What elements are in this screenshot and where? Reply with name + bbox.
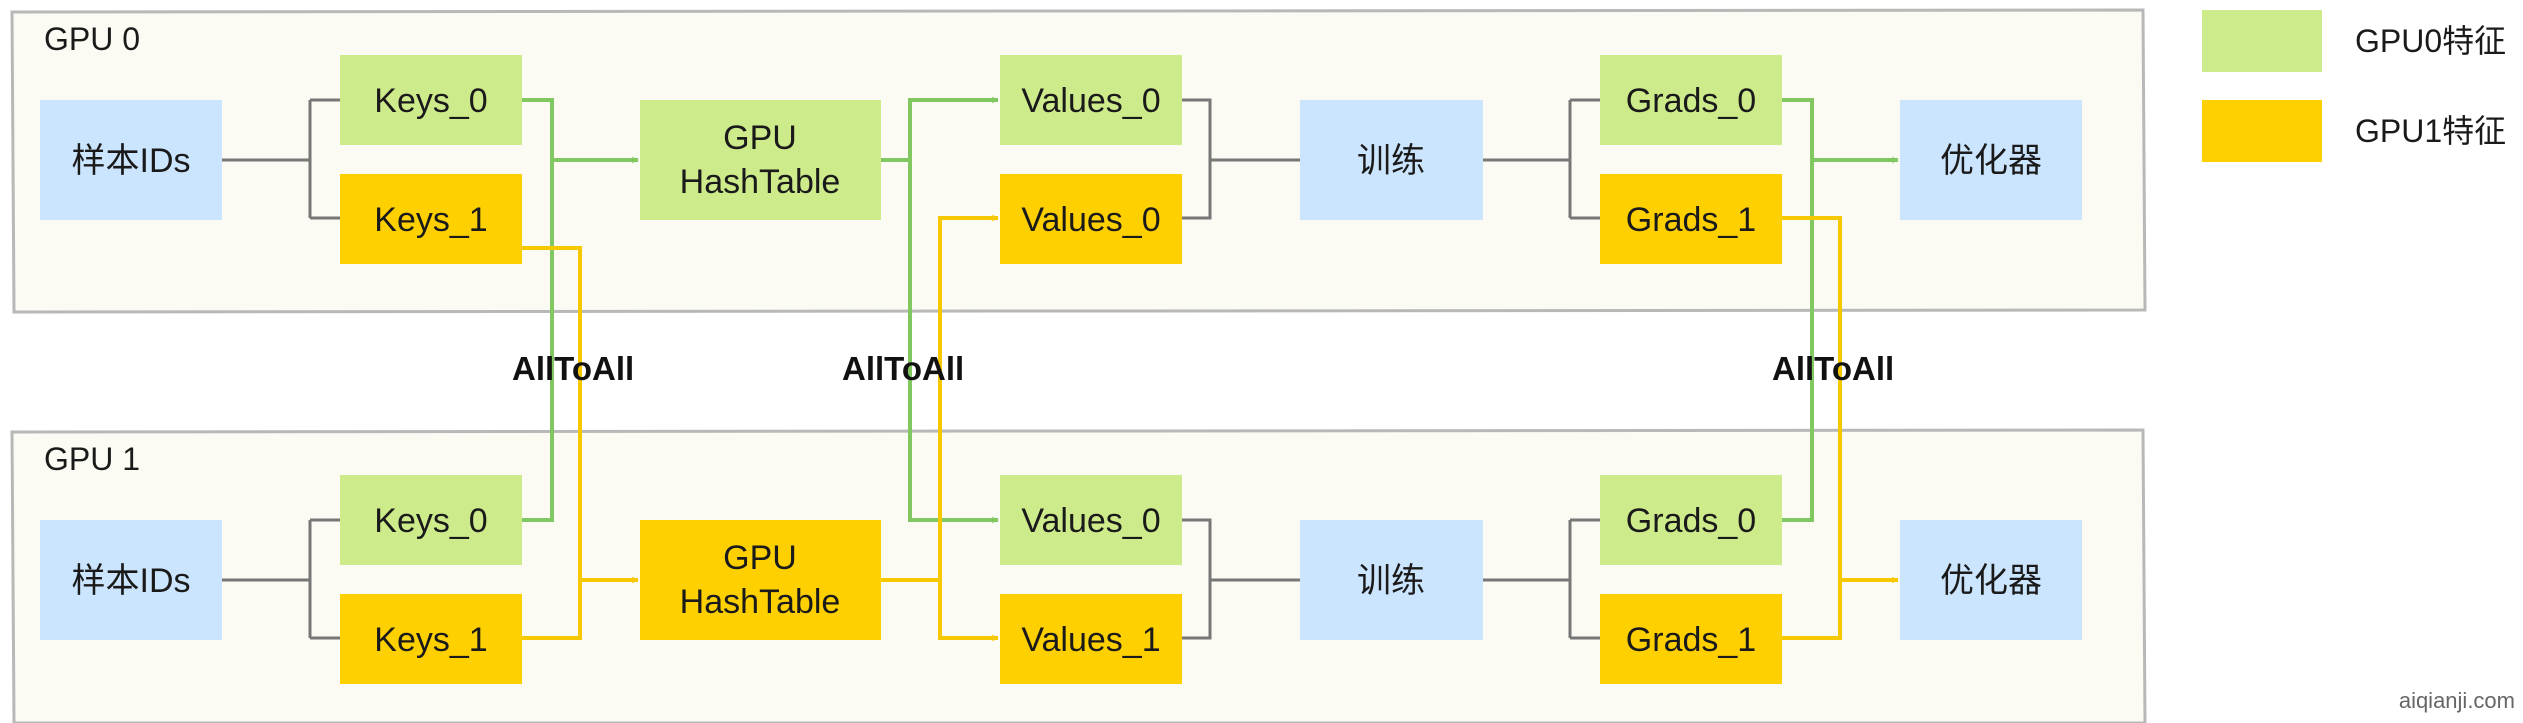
legend-swatch-gpu0	[2202, 10, 2322, 72]
svg-text:Keys_0: Keys_0	[374, 82, 487, 120]
arrow-keys0-gpu1-to-hashtable-gpu0	[522, 160, 554, 522]
arrow-hashtable-gpu1-to-values0-gpu0	[881, 214, 999, 582]
node-sample-ids-gpu1: 样本IDs	[40, 520, 222, 640]
arrow-keys1-gpu1-to-hashtable-gpu1	[522, 580, 582, 640]
node-optimizer-gpu1: 优化器	[1900, 520, 2082, 640]
panel-title-gpu1: GPU 1	[44, 441, 140, 477]
svg-text:样本IDs: 样本IDs	[72, 142, 191, 180]
arrow-grads1-gpu1-to-optimizer-gpu1	[1782, 580, 1842, 640]
svg-text:HashTable: HashTable	[680, 583, 841, 621]
gpu0-nodes: 样本IDs Keys_0 Keys_1 GPU HashTable Values…	[40, 55, 2082, 264]
svg-text:GPU1特征: GPU1特征	[2355, 113, 2506, 149]
node-keys0-gpu0: Keys_0	[340, 55, 522, 145]
svg-text:Grads_1: Grads_1	[1626, 621, 1756, 659]
arrow-hashtable-gpu0-to-values0-gpu1	[908, 160, 999, 524]
node-grads0-gpu1: Grads_0	[1600, 475, 1782, 565]
node-train-gpu0: 训练	[1300, 100, 1483, 220]
green-arrows	[522, 96, 1899, 524]
node-values0a-gpu0: Values_0	[1000, 55, 1182, 145]
svg-text:训练: 训练	[1357, 142, 1425, 180]
gpu1-nodes: 样本IDs Keys_0 Keys_1 GPU HashTable Values…	[40, 475, 2082, 684]
node-train-gpu1: 训练	[1300, 520, 1483, 640]
legend-item-gpu1: GPU1特征	[2202, 100, 2506, 162]
svg-text:Values_0: Values_0	[1021, 201, 1160, 239]
svg-text:优化器: 优化器	[1940, 562, 2042, 600]
node-keys0-gpu1: Keys_0	[340, 475, 522, 565]
alltoall-label-grads: AllToAll	[1772, 350, 1894, 387]
svg-text:HashTable: HashTable	[680, 163, 841, 201]
node-grads1-gpu0: Grads_1	[1600, 174, 1782, 264]
arrow-keys0-gpu0-to-hashtable	[522, 98, 639, 164]
svg-text:Grads_1: Grads_1	[1626, 201, 1756, 239]
svg-text:Values_1: Values_1	[1021, 621, 1160, 659]
svg-text:Values_0: Values_0	[1021, 82, 1160, 120]
arrow-grads1-gpu0-to-optimizer-gpu1	[1782, 216, 1899, 584]
node-optimizer-gpu0: 优化器	[1900, 100, 2082, 220]
legend-item-gpu0: GPU0特征	[2202, 10, 2506, 72]
gpu1-gray-connectors	[222, 518, 1600, 640]
legend: GPU0特征 GPU1特征	[2202, 10, 2506, 162]
edge-labels: AllToAll AllToAll AllToAll	[512, 350, 1894, 387]
yellow-arrows	[522, 214, 1899, 642]
node-grads0-gpu0: Grads_0	[1600, 55, 1782, 145]
alltoall-label-values: AllToAll	[842, 350, 964, 387]
svg-text:Grads_0: Grads_0	[1626, 82, 1756, 120]
svg-text:GPU0特征: GPU0特征	[2355, 23, 2506, 59]
svg-text:Keys_1: Keys_1	[374, 201, 487, 239]
node-sample-ids-gpu0: 样本IDs	[40, 100, 222, 220]
node-hashtable-gpu0: GPU HashTable	[640, 100, 881, 220]
node-grads1-gpu1: Grads_1	[1600, 594, 1782, 684]
arrow-grads0-gpu1-to-optimizer-gpu0	[1782, 160, 1814, 522]
node-hashtable-gpu1: GPU HashTable	[640, 520, 881, 640]
svg-text:Keys_0: Keys_0	[374, 502, 487, 540]
node-keys1-gpu1: Keys_1	[340, 594, 522, 684]
arrow-hashtable-gpu0-to-values0	[881, 96, 999, 162]
arrow-keys1-gpu0-to-hashtable-gpu1	[522, 246, 639, 584]
arrow-grads0-gpu0-to-optimizer	[1782, 98, 1899, 164]
svg-text:GPU: GPU	[723, 119, 797, 157]
node-values0b-gpu0: Values_0	[1000, 174, 1182, 264]
svg-text:GPU: GPU	[723, 539, 797, 577]
svg-text:训练: 训练	[1357, 562, 1425, 600]
svg-text:Keys_1: Keys_1	[374, 621, 487, 659]
node-keys1-gpu0: Keys_1	[340, 174, 522, 264]
svg-text:样本IDs: 样本IDs	[72, 562, 191, 600]
panel-title-gpu0: GPU 0	[44, 21, 140, 57]
svg-text:优化器: 优化器	[1940, 142, 2042, 180]
svg-text:Grads_0: Grads_0	[1626, 502, 1756, 540]
arrow-hashtable-gpu1-to-values1	[938, 580, 999, 642]
svg-text:Values_0: Values_0	[1021, 502, 1160, 540]
watermark: aiqianji.com	[2399, 688, 2515, 713]
node-values1-gpu1: Values_1	[1000, 594, 1182, 684]
legend-swatch-gpu1	[2202, 100, 2322, 162]
node-values0-gpu1: Values_0	[1000, 475, 1182, 565]
gpu0-gray-connectors	[222, 98, 1600, 220]
alltoall-label-keys: AllToAll	[512, 350, 634, 387]
